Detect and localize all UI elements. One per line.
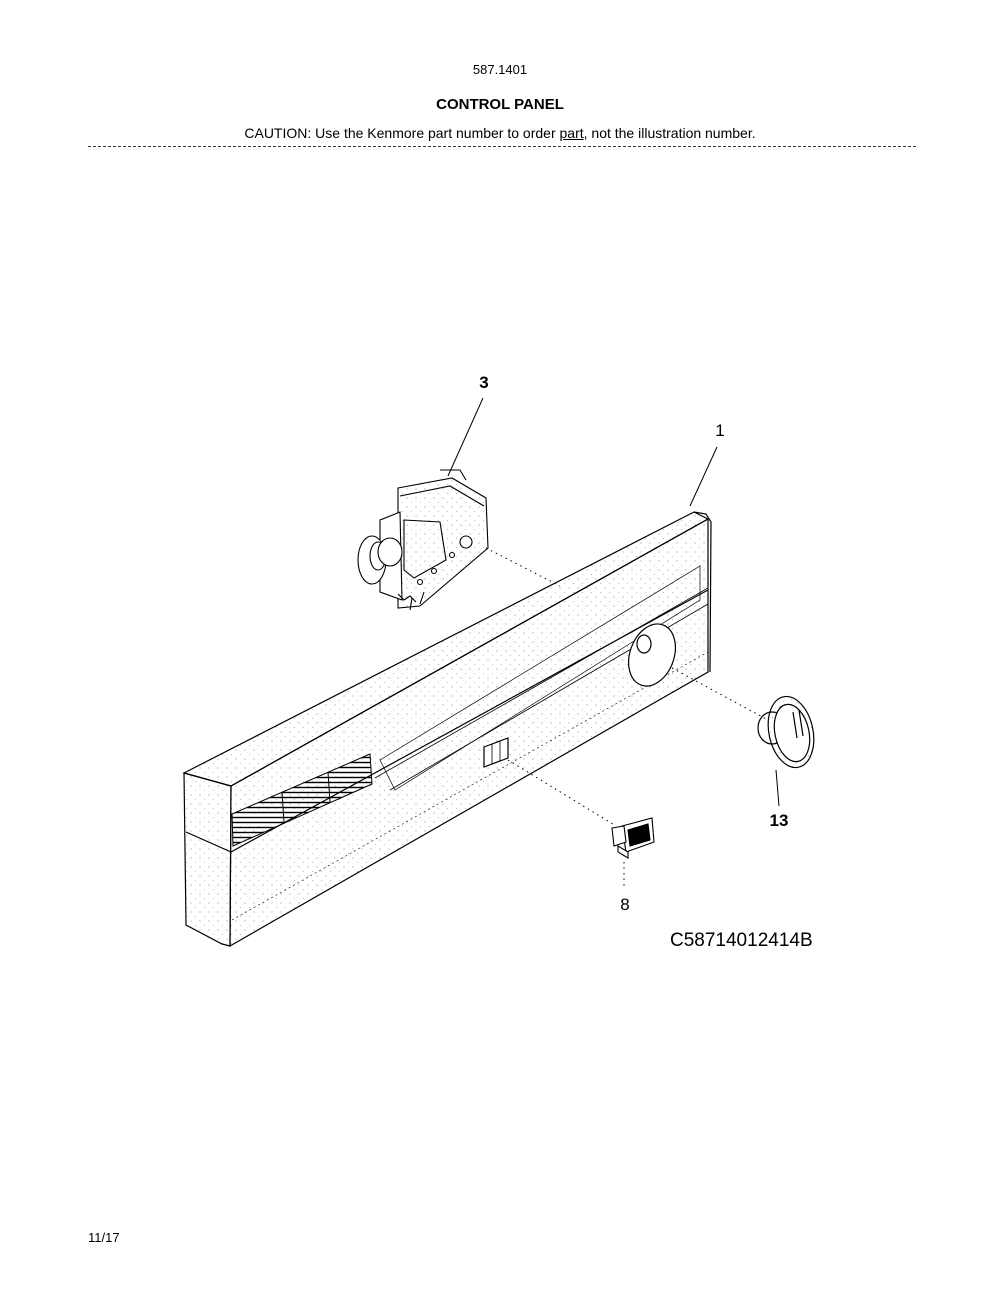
page-date: 11/17 (88, 1230, 120, 1245)
model-number: 587.1401 (472, 62, 528, 77)
callout-13: 13 (770, 811, 789, 830)
caution-text-underlined: part (559, 125, 584, 141)
caution-text-start: CAUTION: Use the Kenmore part number to … (244, 125, 560, 141)
drawing-code: C58714012414B (670, 930, 813, 951)
header-divider (88, 146, 916, 147)
assembly-line-timer (485, 547, 561, 587)
switch-part (611, 817, 655, 859)
caution-note: CAUTION: Use the Kenmore part number to … (0, 125, 1000, 141)
callout-8: 8 (620, 895, 629, 914)
callout-3: 3 (479, 373, 488, 392)
leader-line-3 (447, 397, 484, 477)
leader-lines (447, 397, 780, 886)
page-title: CONTROL PANEL (436, 96, 564, 113)
leader-line-1 (689, 446, 718, 507)
assembly-line-switch (507, 759, 617, 827)
callout-1: 1 (715, 421, 724, 440)
knob-part (757, 695, 815, 769)
control-panel-part (182, 511, 712, 948)
timer-part (357, 469, 489, 611)
caution-text-end: , not the illustration number. (583, 125, 756, 141)
leader-line-13 (775, 769, 780, 807)
